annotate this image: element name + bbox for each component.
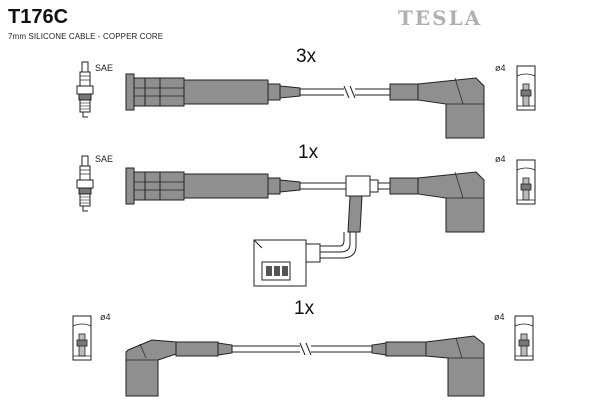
row1-left-label: SAE: [95, 63, 114, 73]
row2-right-label: ø4: [495, 154, 506, 164]
brand-logo: TESLA: [398, 6, 483, 30]
distributor-terminal-icon: [72, 315, 92, 361]
row1-right-label: ø4: [495, 63, 506, 73]
row1-lead: [76, 61, 536, 139]
distributor-terminal-icon: [516, 65, 536, 111]
row2-lead: [76, 155, 536, 287]
row3-right-label: ø4: [494, 312, 505, 322]
distributor-terminal-icon: [514, 315, 534, 361]
row1-quantity: 3x: [296, 46, 317, 67]
spark-plug-icon: [76, 61, 94, 118]
row2-left-label: SAE: [95, 154, 114, 164]
distributor-terminal-icon: [516, 159, 536, 205]
row3-left-label: ø4: [100, 312, 111, 322]
row3-lead: [72, 315, 534, 397]
part-code: T176C: [8, 6, 69, 28]
cable-spec: 7mm SILICONE CABLE - COPPER CORE: [8, 32, 164, 41]
row2-quantity: 1x: [298, 142, 319, 163]
row3-quantity: 1x: [294, 298, 315, 319]
spark-plug-icon: [76, 155, 94, 212]
